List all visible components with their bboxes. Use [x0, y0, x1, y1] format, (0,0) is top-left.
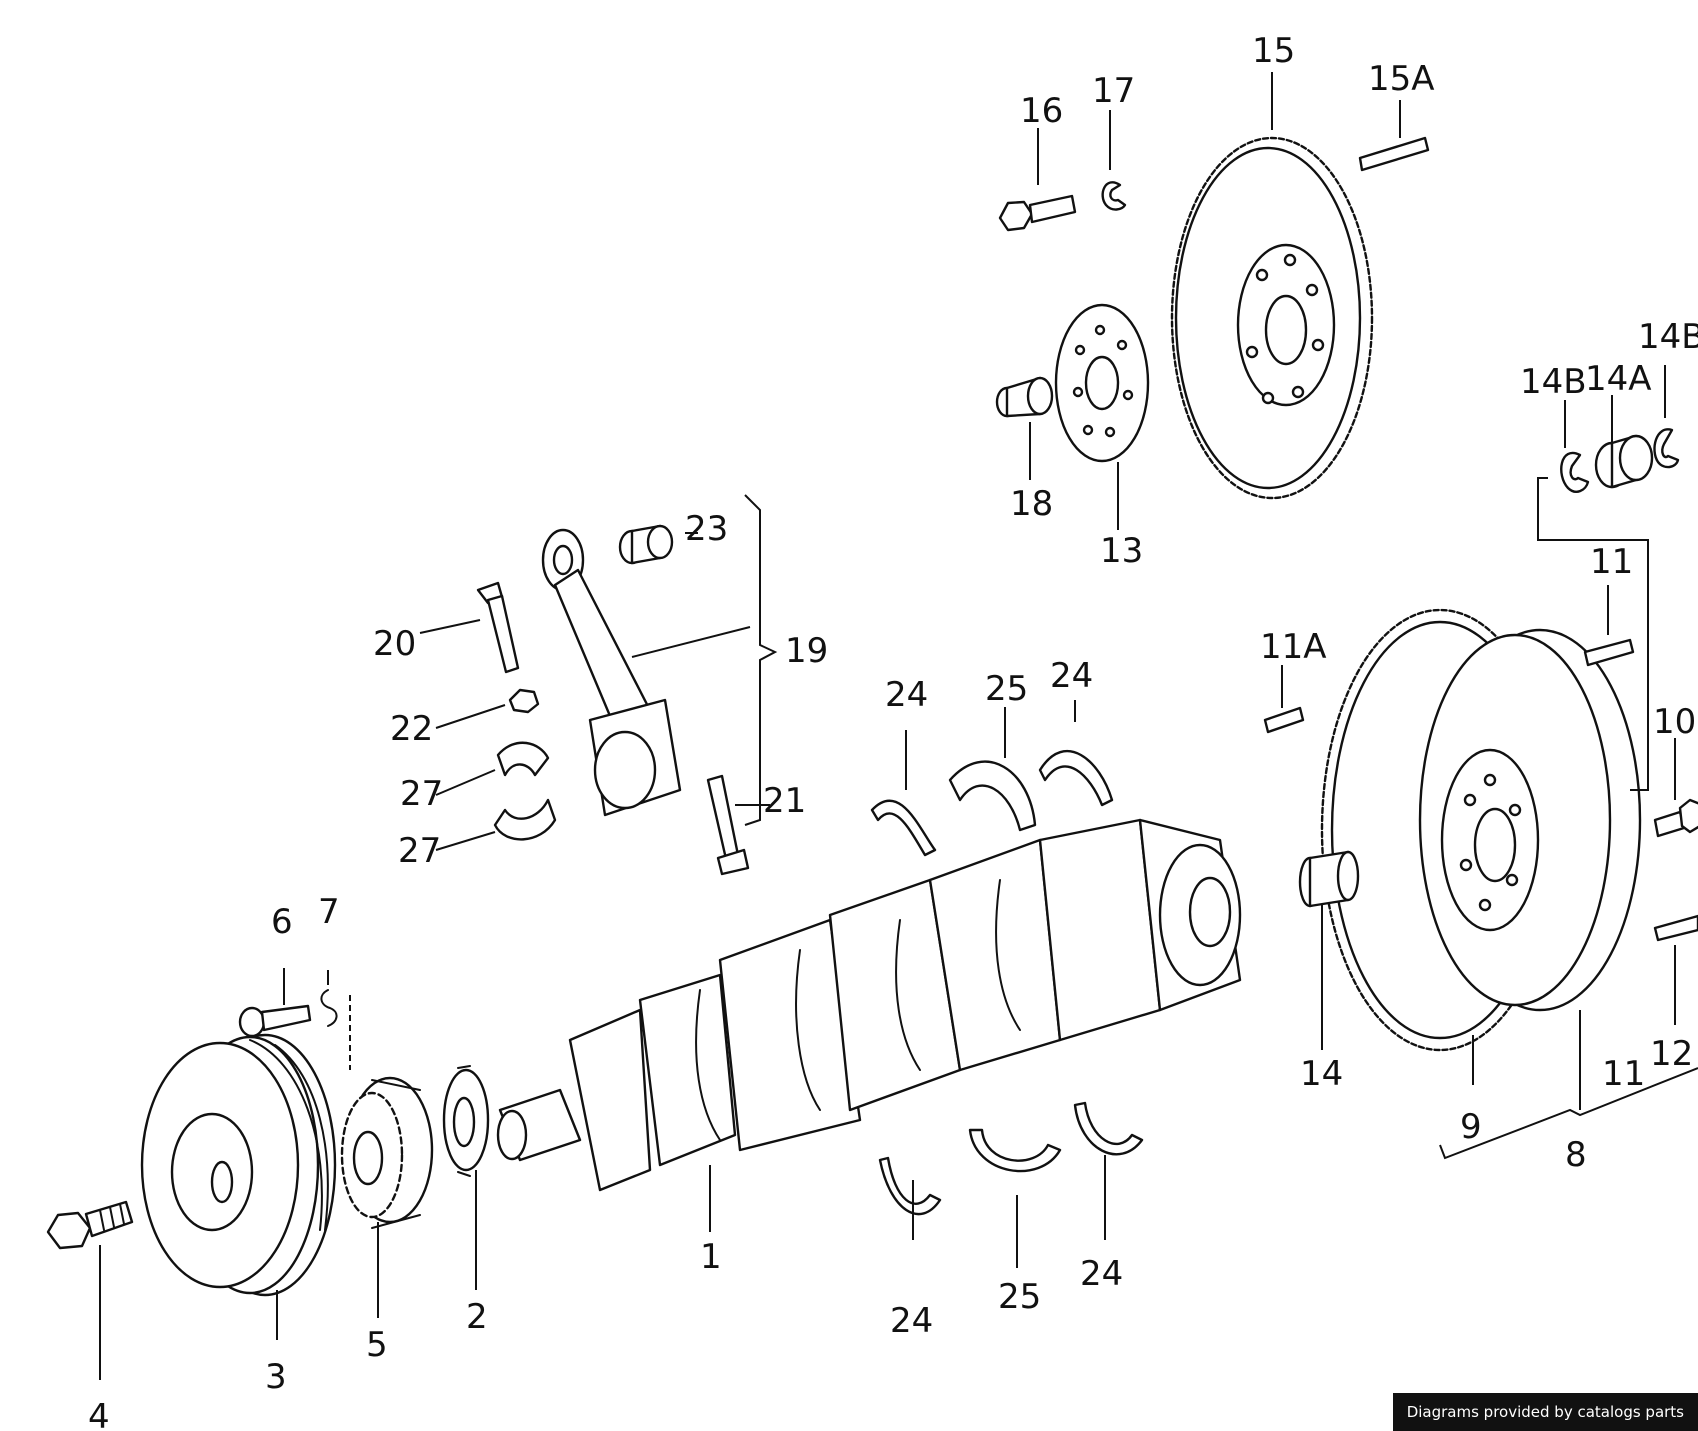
label-15a: 15A [1368, 59, 1435, 99]
label-27-upper: 27 [400, 774, 443, 814]
part-24-thrust-washer-lower-right[interactable] [1073, 1101, 1144, 1156]
part-17-washer[interactable] [1101, 181, 1127, 211]
part-24-thrust-washer-lower-left[interactable] [878, 1156, 942, 1216]
part-15-flywheel[interactable] [1170, 136, 1374, 500]
label-14b-left: 14B [1520, 362, 1587, 402]
label-8: 8 [1565, 1135, 1587, 1175]
label-20: 20 [373, 624, 416, 664]
label-10: 10 [1653, 702, 1696, 742]
label-25-upper: 25 [985, 669, 1028, 709]
label-13: 13 [1100, 531, 1143, 571]
part-21-rod-bolt[interactable] [706, 774, 750, 876]
label-3: 3 [265, 1357, 287, 1397]
part-23-bushing[interactable] [618, 524, 674, 565]
label-24-lower-right: 24 [1080, 1254, 1123, 1294]
part-19-connecting-rod[interactable] [541, 528, 682, 817]
part-27-rod-bearing-lower[interactable] [493, 798, 557, 841]
part-14b-circlip-left[interactable] [1560, 451, 1590, 493]
label-7: 7 [318, 892, 340, 932]
part-25-bearing-shell-upper[interactable] [948, 760, 1037, 832]
label-17: 17 [1092, 71, 1135, 111]
label-27-lower: 27 [398, 831, 441, 871]
label-25-lower: 25 [998, 1277, 1041, 1317]
part-24-thrust-washer-upper-right[interactable] [1038, 749, 1114, 807]
part-22-nut[interactable] [508, 688, 540, 714]
part-15a-dowel-pin[interactable] [1358, 136, 1430, 172]
part-3-pulley[interactable] [140, 1033, 337, 1297]
label-6: 6 [271, 902, 293, 942]
part-6-bolt[interactable] [238, 1004, 312, 1038]
part-25-bearing-shell-lower[interactable] [968, 1128, 1062, 1173]
part-27-rod-bearing-upper[interactable] [496, 741, 550, 777]
part-5-timing-gear[interactable] [340, 1076, 434, 1229]
part-14a-bearing[interactable] [1594, 434, 1654, 489]
label-2: 2 [466, 1297, 488, 1337]
label-23: 23 [685, 509, 728, 549]
part-16-flywheel-bolt[interactable] [998, 194, 1077, 232]
label-18: 18 [1010, 484, 1053, 524]
part-11a-pin[interactable] [1263, 706, 1305, 734]
part-1-crankshaft[interactable] [496, 818, 1242, 1192]
part-2-seal[interactable] [442, 1065, 490, 1177]
part-14b-circlip-right[interactable] [1653, 428, 1680, 469]
credit-banner: Diagrams provided by catalogs parts [1392, 1393, 1698, 1431]
part-7-clip[interactable] [320, 989, 338, 1027]
label-9: 9 [1460, 1107, 1482, 1147]
part-20-rod-bolt[interactable] [476, 581, 520, 674]
label-19: 19 [785, 631, 828, 671]
part-14-needle-bearing[interactable] [1298, 850, 1360, 908]
label-22: 22 [390, 709, 433, 749]
part-11-pin-upper[interactable] [1583, 638, 1635, 667]
label-15: 15 [1252, 31, 1295, 71]
label-11a: 11A [1260, 627, 1327, 667]
part-24-thrust-washer-upper-left[interactable] [870, 799, 937, 857]
label-1: 1 [700, 1237, 722, 1277]
label-24-upper-left: 24 [885, 675, 928, 715]
label-4: 4 [88, 1397, 110, 1431]
label-14b-right: 14B [1638, 317, 1698, 357]
label-24-upper-right: 24 [1050, 656, 1093, 696]
part-labels: 1 2 3 4 5 6 7 8 9 10 11 11 11A 12 13 14 … [88, 31, 1698, 1431]
label-16: 16 [1020, 91, 1063, 131]
part-10-bolt[interactable] [1653, 798, 1698, 838]
part-18-bushing[interactable] [995, 376, 1054, 418]
label-24-lower-left: 24 [890, 1301, 933, 1341]
label-11-upper: 11 [1590, 542, 1633, 582]
label-12: 12 [1650, 1034, 1693, 1074]
label-21: 21 [763, 781, 806, 821]
label-14a: 14A [1585, 359, 1652, 399]
part-12-pin[interactable] [1653, 914, 1698, 942]
part-8-torque-converter[interactable] [1418, 628, 1642, 1012]
label-5: 5 [366, 1325, 388, 1365]
part-13-plate[interactable] [1054, 303, 1150, 463]
label-14: 14 [1300, 1054, 1343, 1094]
part-4-bolt[interactable] [46, 1200, 134, 1250]
label-11-lower: 11 [1602, 1054, 1645, 1094]
leader-lines [99, 72, 1698, 1380]
